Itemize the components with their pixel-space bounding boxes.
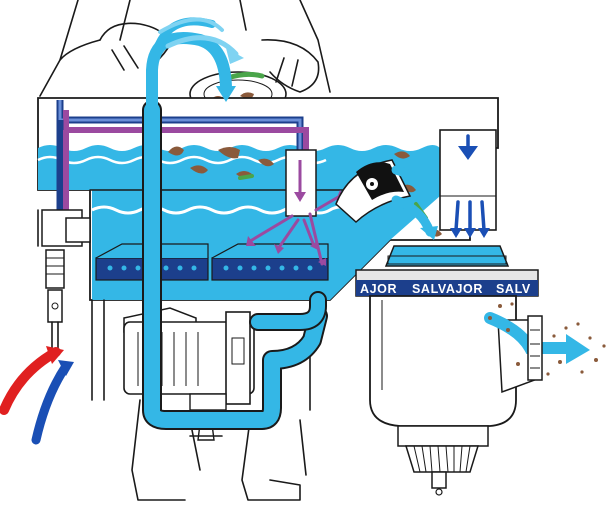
cold-water-arrow-icon	[36, 366, 66, 440]
brand-text-center: SALVAJOR	[412, 282, 483, 296]
brand-text-right: SALV	[496, 282, 531, 296]
brand-text-left: AJOR	[360, 282, 397, 296]
